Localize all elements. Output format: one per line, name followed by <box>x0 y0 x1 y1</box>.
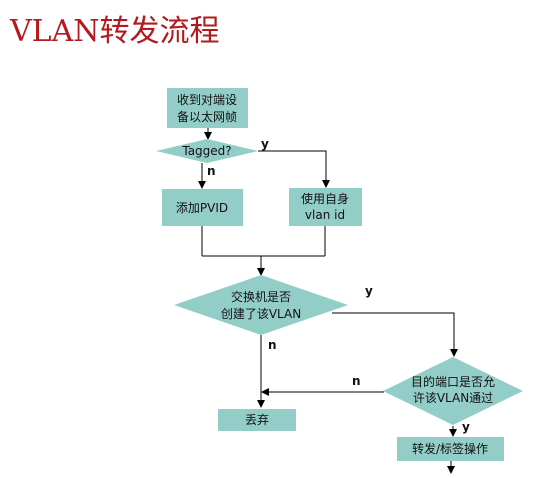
node-forward-label: 转发/标签操作 <box>412 441 488 456</box>
node-vlan-created-line1: 交换机是否 <box>231 289 291 304</box>
edge-label-tagged-no: n <box>207 164 216 178</box>
node-forward: 转发/标签操作 <box>397 437 504 461</box>
edge-label-allowed-yes: y <box>462 420 470 434</box>
node-add-pvid: 添加PVID <box>162 189 243 226</box>
node-tagged-label: Tagged? <box>181 144 231 158</box>
edge-label-created-no: n <box>268 338 277 352</box>
node-use-vlan-line1: 使用自身 <box>301 191 349 206</box>
node-vlan-created-line2: 创建了该VLAN <box>221 307 301 321</box>
node-use-vlan: 使用自身 vlan id <box>289 188 362 226</box>
node-vlan-created: 交换机是否 创建了该VLAN <box>174 275 348 335</box>
node-receive-line1: 收到对端设 <box>177 93 237 107</box>
node-tagged: Tagged? <box>156 139 258 163</box>
edge-label-tagged-yes: y <box>261 137 269 151</box>
node-discard: 丢弃 <box>218 409 296 431</box>
edge-created-yes <box>332 312 458 357</box>
node-use-vlan-line2: vlan id <box>305 208 345 222</box>
edge-label-allowed-no: n <box>352 374 361 388</box>
edge-tagged-yes <box>258 150 330 188</box>
node-port-allowed-line1: 目的端口是否允 <box>411 374 495 389</box>
page-title: VLAN转发流程 <box>10 14 220 49</box>
node-discard-label: 丢弃 <box>245 412 269 427</box>
node-receive-line2: 备以太网帧 <box>177 109 237 124</box>
connectors <box>198 128 458 474</box>
node-receive: 收到对端设 备以太网帧 <box>167 88 248 128</box>
node-port-allowed-line2: 许该VLAN通过 <box>413 391 493 405</box>
node-port-allowed: 目的端口是否允 许该VLAN通过 <box>383 357 523 425</box>
edge-label-created-yes: y <box>365 284 373 298</box>
node-add-pvid-label: 添加PVID <box>176 201 228 215</box>
